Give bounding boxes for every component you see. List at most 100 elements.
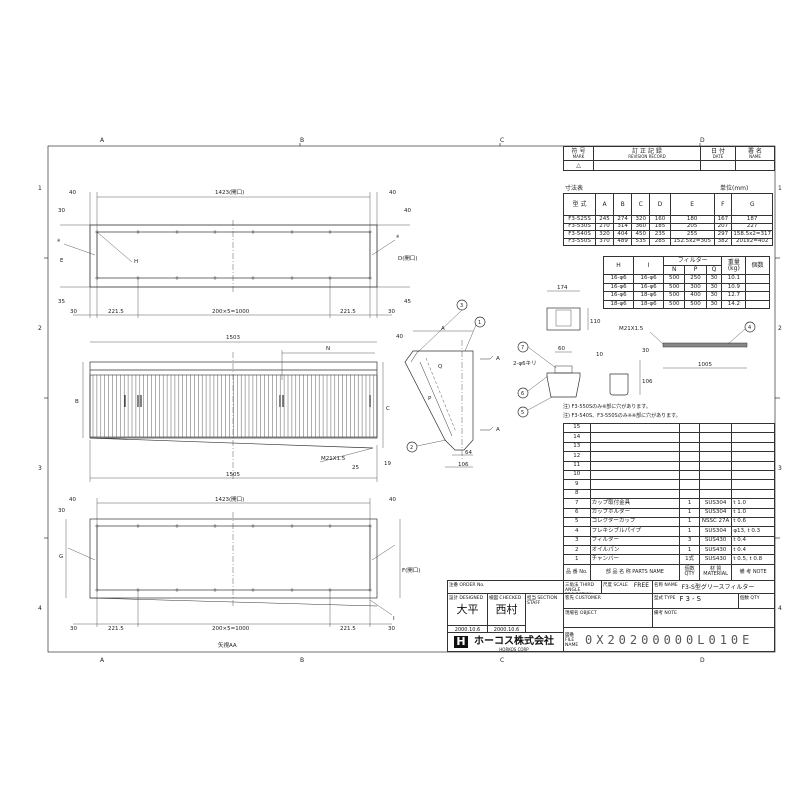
zone-row-3-right: 3 bbox=[778, 465, 782, 472]
dim-front-m21: M21X1.5 bbox=[321, 456, 346, 462]
parts-cell bbox=[698, 422, 733, 434]
parts-cell: SUS430 bbox=[698, 535, 733, 547]
parts-cell: SUS430 bbox=[698, 554, 733, 565]
parts-cell: 5 bbox=[563, 516, 591, 528]
designed-cell: 設計 DESIGNED 大平 bbox=[447, 593, 488, 626]
dim-bottom-40-left: 40 bbox=[69, 497, 76, 503]
dim-top-r40: 40 bbox=[404, 208, 411, 214]
zone-col-c-bottom: C bbox=[500, 657, 504, 664]
dim-cell: 152.5x2=305 bbox=[669, 237, 715, 246]
filter-cell: 30 bbox=[705, 282, 723, 292]
dim-top-40-right: 40 bbox=[389, 190, 396, 196]
view-caption-aa: 矢視AA bbox=[218, 641, 237, 649]
parts-cell bbox=[698, 451, 733, 462]
weight-label: 重量 bbox=[727, 258, 740, 266]
dim-cell: 255 bbox=[669, 230, 715, 239]
dim-top-40-left: 40 bbox=[69, 190, 76, 196]
rev-mark-cell: △ bbox=[563, 160, 594, 171]
zone-row-4: 4 bbox=[38, 605, 42, 612]
dim-top-pitch: 200×5=1000 bbox=[212, 309, 250, 315]
dim-bottom-f: F(開口) bbox=[402, 567, 420, 574]
dim-header-cell: 型 式 bbox=[562, 193, 597, 216]
filter-count-header: 個数 bbox=[745, 256, 770, 275]
rev-name-en: NAME bbox=[749, 153, 761, 159]
designed-label: 設計 DESIGNED bbox=[449, 596, 484, 601]
dim-cell: 314 bbox=[612, 222, 633, 231]
parts-cell: 13 bbox=[563, 441, 591, 453]
parts-cell bbox=[589, 488, 681, 500]
dim-cell: 535 bbox=[631, 237, 651, 246]
filter-cell: 14.2 bbox=[721, 299, 747, 309]
zone-col-a-bottom: A bbox=[100, 657, 105, 664]
dim-side-p: P bbox=[428, 396, 432, 402]
dim-top-d: D(開口) bbox=[398, 255, 418, 262]
parts-cell: SUS304 bbox=[698, 507, 733, 518]
filter-cell: 500 bbox=[684, 299, 707, 309]
filter-cell: 18-φ6 bbox=[602, 299, 635, 309]
dim-top-b221-right: 221.5 bbox=[340, 309, 356, 315]
dim-side-64: 64 bbox=[465, 450, 472, 456]
dim-cell: 360 bbox=[631, 222, 651, 231]
parts-cell: 3 bbox=[679, 535, 700, 547]
dim-cell: 167 bbox=[713, 215, 733, 224]
rev-name-header: 署 名 bbox=[748, 147, 762, 155]
filter-cell: 500 bbox=[663, 274, 686, 284]
filter-cell: 18-φ6 bbox=[633, 291, 665, 301]
rev-record-en: REVISION RECORD bbox=[628, 153, 666, 159]
filter-cell: 12.7 bbox=[721, 291, 747, 301]
parts-cell bbox=[731, 488, 775, 500]
parts-cell bbox=[679, 488, 700, 500]
zone-col-c: C bbox=[500, 137, 504, 144]
company-name-en: HORKOS CORP bbox=[499, 647, 529, 652]
cup-detail: 174 110 60 2-φ6キリ 10 30 106 7 6 5 bbox=[513, 285, 653, 418]
top-view: 1423(開口) 40 40 30 E 35 40 D(開口) 45 30 22… bbox=[57, 189, 418, 318]
parts-cell: 1 bbox=[679, 498, 700, 509]
parts-row: 8 bbox=[563, 488, 775, 500]
zone-markers: A B C D A B C D 1 2 3 4 1 2 3 4 bbox=[38, 137, 782, 664]
name-label: 名称 NAME bbox=[654, 583, 678, 588]
filter-cell: 500 bbox=[663, 299, 686, 309]
dim-cell: 187 bbox=[731, 215, 773, 224]
parts-cell: SUS304 bbox=[698, 526, 733, 537]
filter-cell: 30 bbox=[705, 299, 723, 309]
parts-cell: フィルター bbox=[589, 535, 681, 547]
parts-row: 12 bbox=[563, 451, 775, 462]
dim-bottom-pitch: 200×5=1000 bbox=[212, 626, 250, 632]
front-view: 1503 N B C M21X1.5 25 19 1505 bbox=[75, 335, 391, 482]
parts-cell: SUS430 bbox=[698, 545, 733, 556]
filter-cell: 500 bbox=[663, 282, 686, 292]
dim-header-cell: A bbox=[595, 193, 614, 216]
dim-bottom-40-right: 40 bbox=[389, 497, 396, 503]
dim-cup-174: 174 bbox=[557, 285, 568, 291]
filter-cell: 16-φ6 bbox=[602, 291, 635, 301]
parts-cell: フレキシブルパイプ bbox=[589, 526, 681, 537]
zone-row-4-right: 4 bbox=[778, 605, 782, 612]
dim-cell: 160 bbox=[649, 215, 671, 224]
parts-cell: コレクターカップ bbox=[589, 516, 681, 528]
balloon-6: 6 bbox=[521, 391, 524, 397]
parts-cell: 4 bbox=[563, 526, 591, 537]
parts-cell: 1 bbox=[563, 554, 591, 565]
dim-cell: 201x2=402 bbox=[731, 237, 773, 246]
filter-weight-header: 重量(kg) bbox=[721, 256, 747, 275]
parts-cell: 11 bbox=[563, 460, 591, 471]
parts-cell: 1 bbox=[679, 516, 700, 528]
parts-cell bbox=[731, 479, 775, 490]
parts-cell: 10 bbox=[563, 469, 591, 481]
sheet-frame bbox=[47, 145, 776, 653]
parts-cell: 1 bbox=[679, 526, 700, 537]
zone-row-1: 1 bbox=[38, 185, 42, 192]
dim-cup-110: 110 bbox=[590, 319, 601, 325]
filter-cell bbox=[745, 274, 770, 284]
filter-cell: 500 bbox=[663, 291, 686, 301]
balloon-1: 1 bbox=[478, 320, 481, 326]
dim-bottom-g: G bbox=[59, 554, 63, 560]
parts-cell: t 1.0 bbox=[731, 498, 775, 509]
designer-name: 大平 bbox=[456, 603, 479, 616]
